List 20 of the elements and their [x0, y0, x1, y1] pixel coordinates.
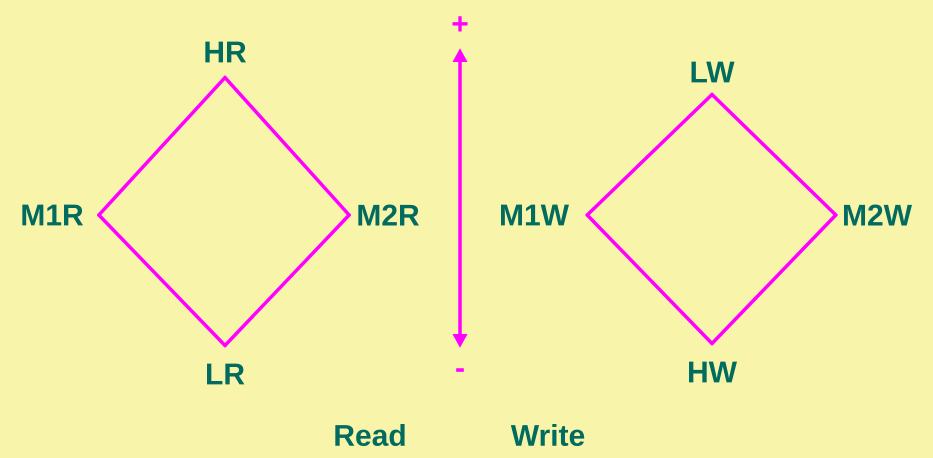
vertex-label: M2R — [358, 204, 420, 226]
lattice-line — [97, 213, 227, 348]
lattice-line — [223, 213, 351, 348]
lattice-line — [223, 76, 351, 217]
section-label: Write — [510, 424, 584, 446]
vertex-label: HW — [689, 362, 737, 382]
section-label: Read — [335, 424, 405, 446]
lattice-line — [585, 213, 714, 346]
scale-sign: - — [456, 368, 464, 372]
vertex-label: LR — [207, 364, 244, 384]
lattice-line — [585, 92, 714, 217]
lattice-line — [710, 213, 838, 346]
vertex-label: M1W — [501, 204, 569, 226]
vertex-label: M1R — [22, 204, 84, 226]
scale-sign: + — [452, 16, 468, 32]
lattice-line — [710, 92, 838, 217]
vertex-label: HR — [205, 42, 246, 62]
vertex-label: M2W — [844, 204, 912, 226]
lattice-line — [97, 76, 227, 217]
vertex-label: LW — [692, 62, 734, 82]
